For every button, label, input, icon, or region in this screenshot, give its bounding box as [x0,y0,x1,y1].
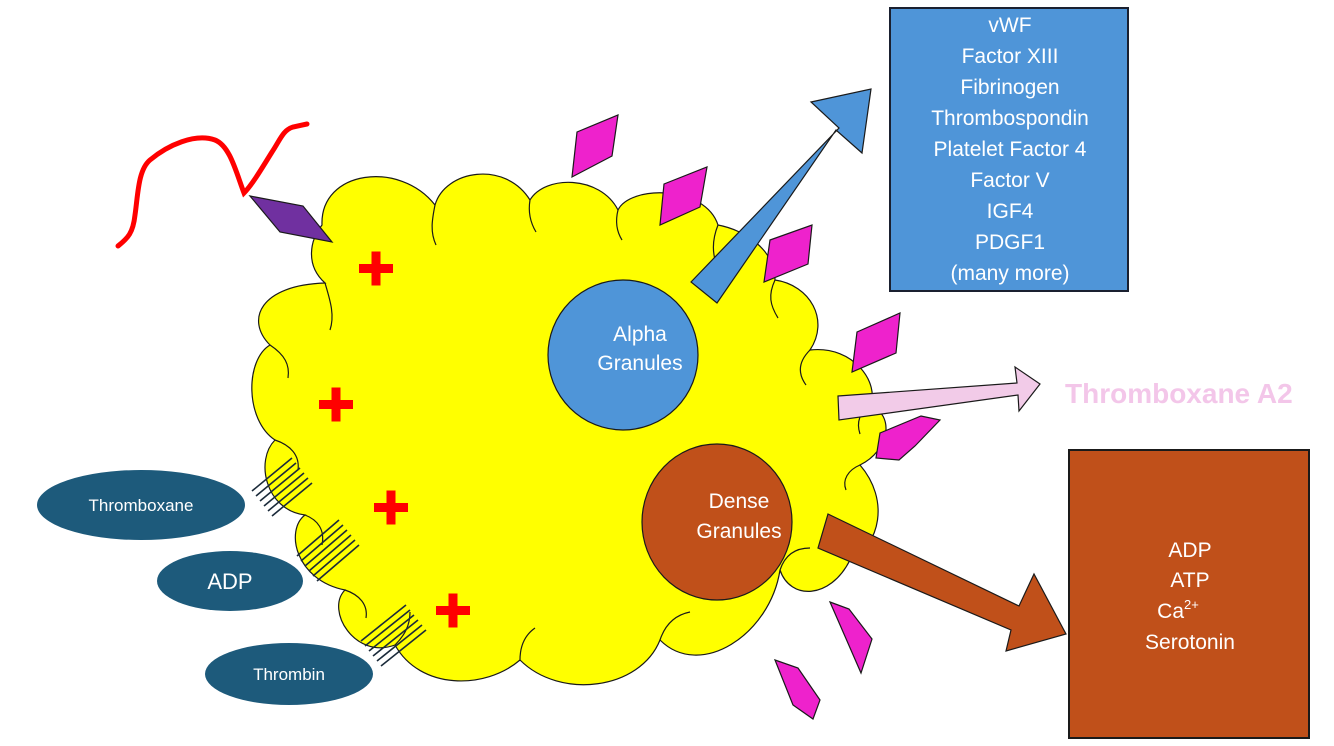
plus-icon [436,593,470,628]
calcium-charge: 2+ [1184,597,1199,612]
alpha-content-item: Thrombospondin [931,107,1089,130]
dense-granules-label-line1: Dense [709,490,770,513]
thromboxane-receptor [251,457,313,517]
plus-icon [359,251,393,286]
integrin [851,312,901,373]
integrin [763,224,813,283]
dense-granules: Dense Granules [641,443,793,601]
ligand-thrombin-label: Thrombin [253,665,325,684]
dense-contents-list: ADP ATP Ca2+ Serotonin [1145,539,1235,654]
bound-integrin [248,195,334,243]
alpha-content-item: Factor V [970,169,1049,192]
txa2-release-arrow [837,365,1041,421]
alpha-content-item: vWF [988,14,1031,37]
ligand-thromboxane: Thromboxane [37,470,245,540]
dense-granules-label-line2: Granules [696,520,781,543]
ligand-thrombin: Thrombin [205,643,373,705]
dense-content-serotonin: Serotonin [1145,631,1235,654]
plus-icon [319,387,353,422]
alpha-release-arrow [690,88,872,304]
integrin [875,415,942,461]
dense-contents-box [1068,449,1310,739]
integrin [659,166,708,226]
fibrin-strand [115,121,310,249]
alpha-granules: Alpha Granules [547,279,699,431]
alpha-content-item: Factor XIII [962,45,1059,68]
dense-release-arrow [817,513,1067,652]
alpha-content-item: IGF4 [987,200,1034,223]
alpha-contents-box [889,7,1129,292]
charge-plus-signs [319,251,470,628]
ligand-adp: ADP [157,551,303,611]
alpha-contents-list: vWF Factor XIII Fibrinogen Thrombospondi… [931,14,1089,285]
calcium-base: Ca [1157,600,1184,623]
alpha-content-item: Fibrinogen [960,76,1059,99]
ligand-thromboxane-label: Thromboxane [89,496,194,515]
integrin [773,659,821,720]
alpha-granules-label-line1: Alpha [613,323,667,346]
dense-content-calcium: Ca2+ [1157,597,1199,623]
alpha-content-item: Platelet Factor 4 [934,138,1087,161]
integrin [828,600,873,675]
plus-icon [374,490,408,525]
dense-content-adp: ADP [1168,539,1211,562]
surface-integrins [571,114,942,720]
thrombin-receptor [360,604,427,667]
txa2-label: Thromboxane A2 [1065,378,1293,409]
alpha-granules-label-line2: Granules [597,352,682,375]
alpha-content-item: (many more) [950,262,1069,285]
adp-receptor [296,519,360,582]
receptor-hairs [251,457,427,667]
integrin [571,114,619,179]
dense-content-atp: ATP [1170,569,1209,592]
ligand-adp-label: ADP [207,569,252,594]
alpha-content-item: PDGF1 [975,231,1045,254]
